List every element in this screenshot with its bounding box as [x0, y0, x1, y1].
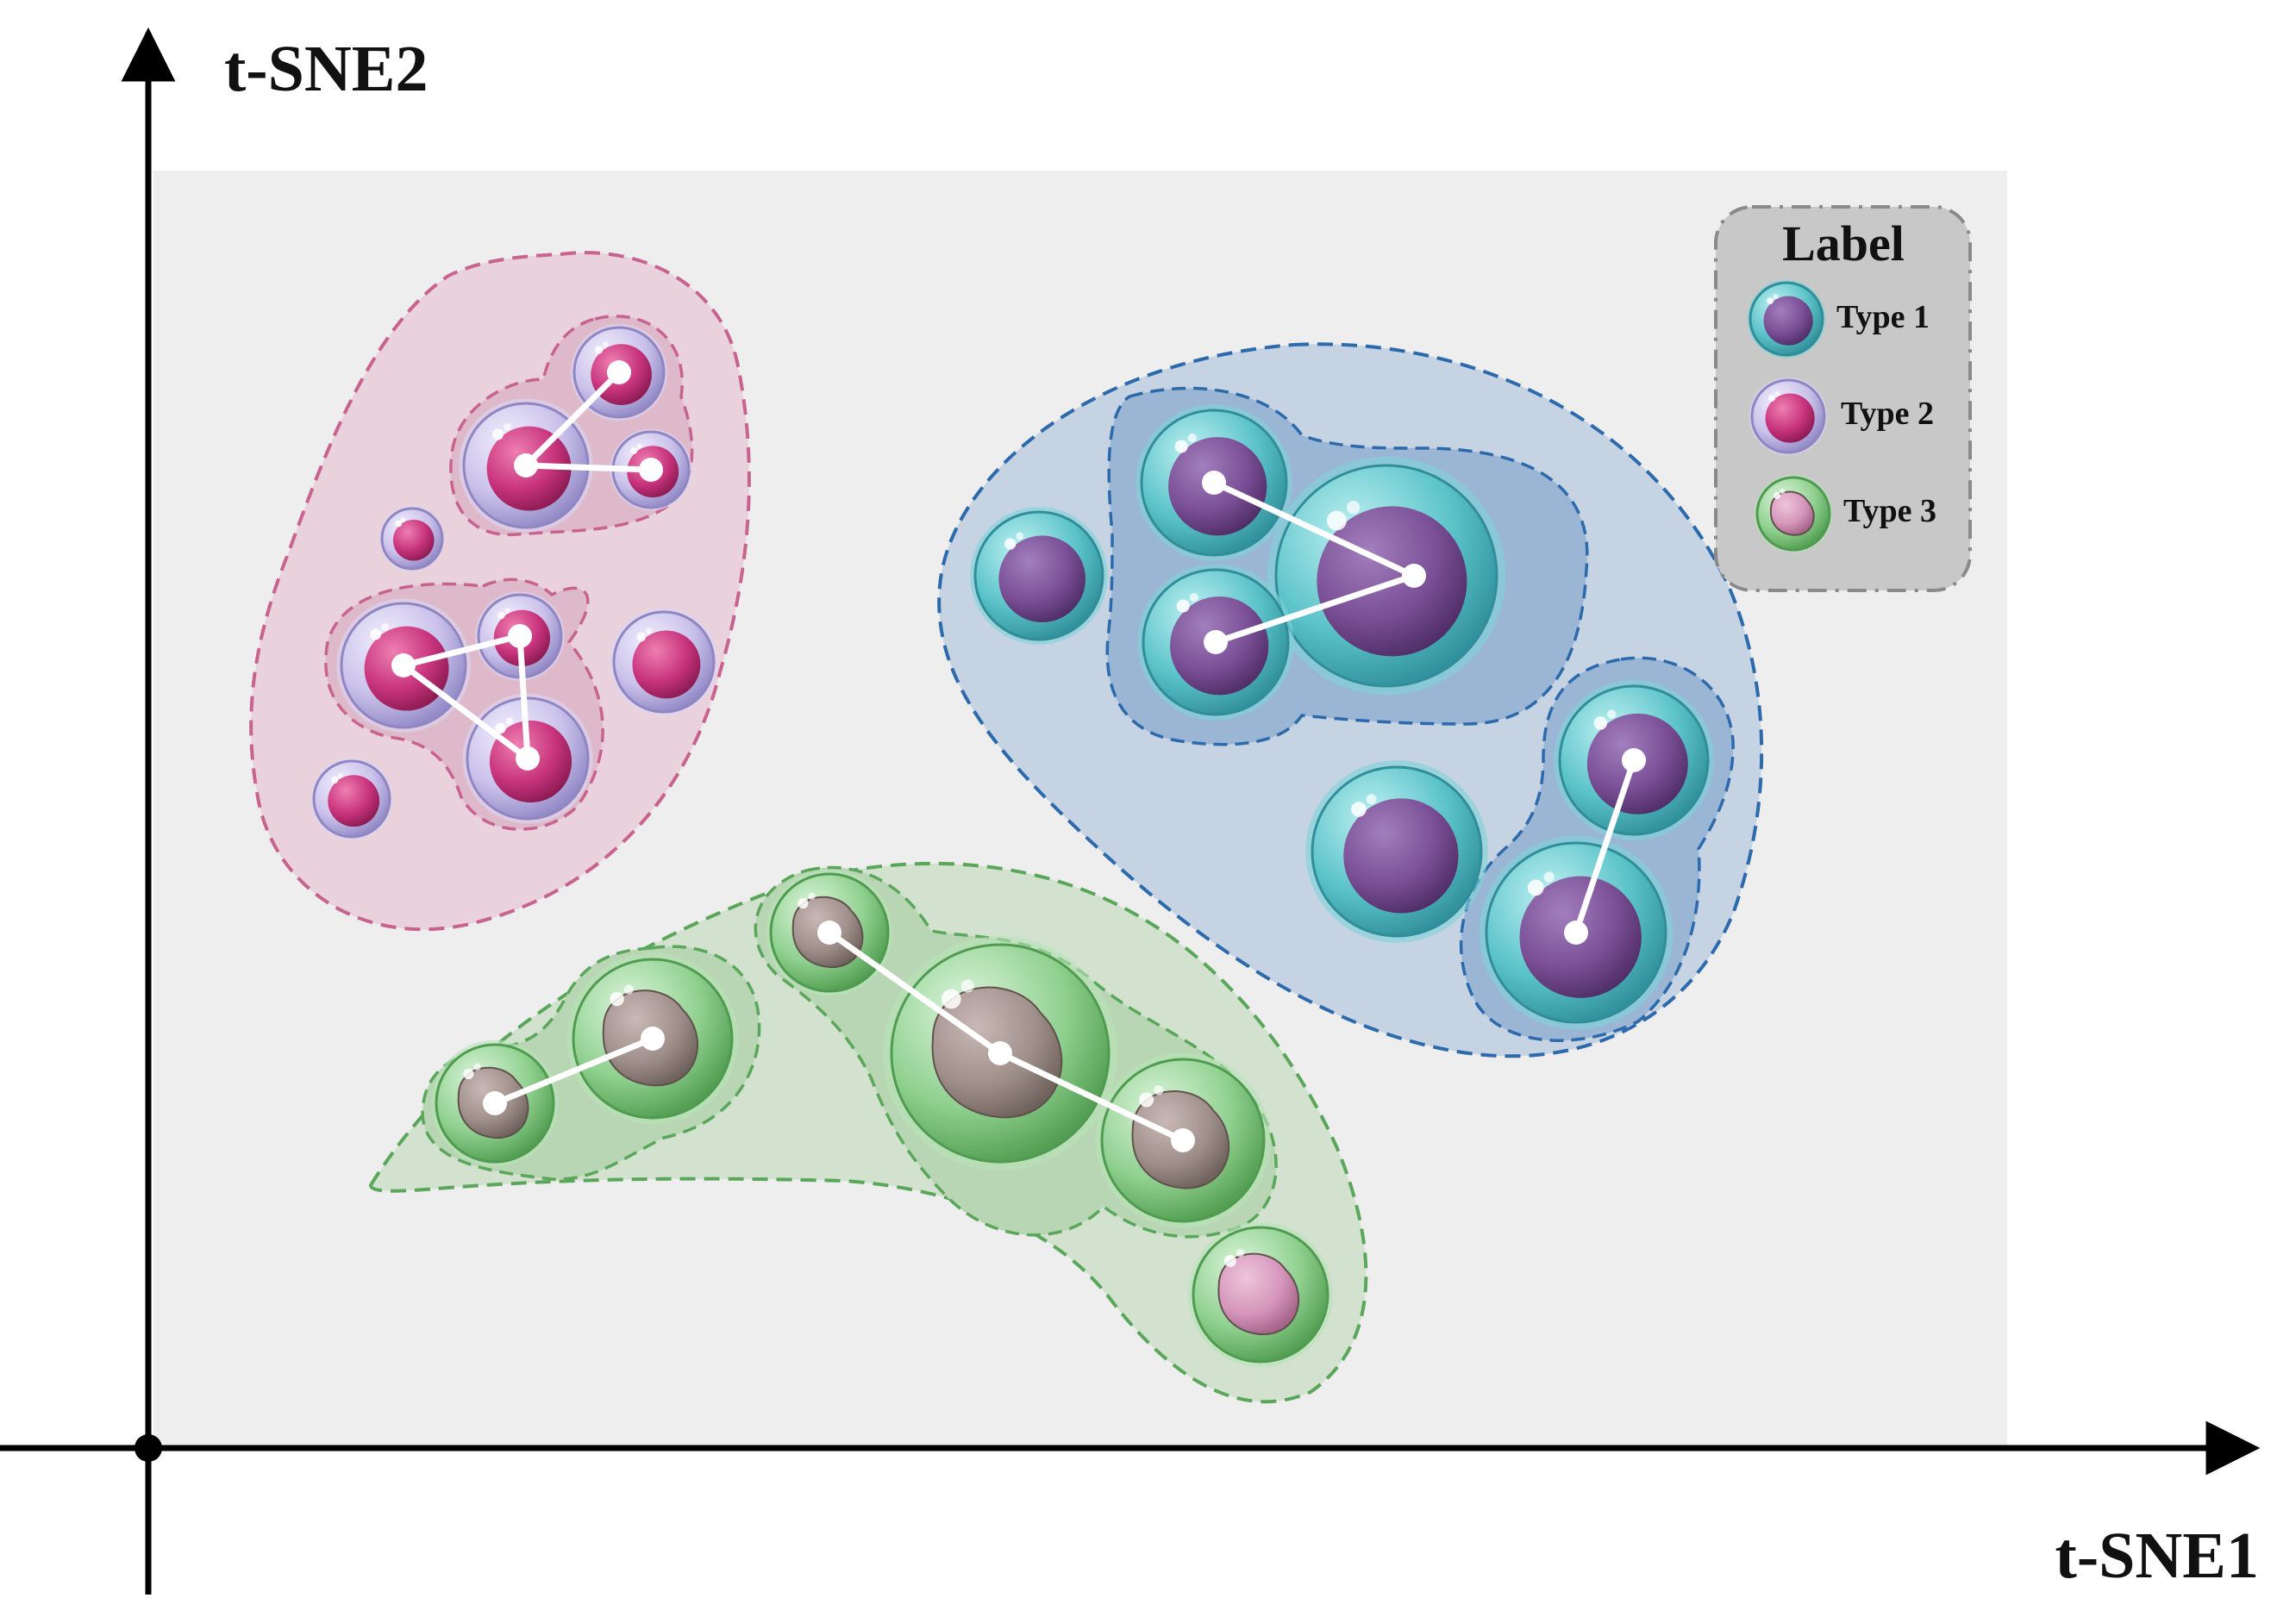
link-line	[1211, 479, 1417, 579]
link-node	[391, 653, 416, 677]
x-axis-label: t-SNE1	[2055, 1520, 2259, 1592]
link-line	[491, 1035, 656, 1107]
cell-tye2-8	[310, 758, 393, 840]
cell-tye2-3	[379, 506, 445, 571]
link-line	[1573, 757, 1637, 936]
link-node	[639, 458, 663, 482]
axes: t-SNE2 t-SNE1	[0, 27, 2261, 1595]
link-node	[1402, 564, 1426, 588]
link-line	[516, 633, 531, 762]
cell-tye3p-21	[1187, 1221, 1334, 1368]
cell-tye1-12	[970, 507, 1108, 645]
legend-icon-type2	[1749, 377, 1828, 456]
legend-title: Label	[1782, 215, 1905, 272]
cell-tye3-17	[882, 935, 1118, 1171]
link-node	[483, 1091, 507, 1115]
link-node	[607, 360, 631, 384]
link-node	[508, 624, 532, 648]
link-node	[1564, 921, 1588, 945]
legend-icon-type3	[1754, 474, 1833, 553]
legend-icon-type1	[1747, 279, 1826, 359]
origin-dot	[135, 1434, 162, 1462]
link-node	[641, 1027, 665, 1051]
y-axis-label: t-SNE2	[224, 33, 428, 105]
link-node	[1622, 748, 1646, 772]
legend: Label Type 1 Type 2 Type 3	[1714, 205, 1972, 592]
link-line	[400, 633, 523, 669]
link-node	[516, 746, 540, 771]
legend-item-type1: Type 1	[1836, 299, 1930, 335]
link-line	[522, 369, 622, 469]
legend-item-type3: Type 3	[1843, 493, 1936, 529]
link-line	[826, 929, 1004, 1057]
link-line	[997, 1050, 1186, 1144]
cell-tye2-6	[610, 608, 718, 716]
links-layer	[391, 360, 1646, 1152]
legend-item-type2: Type 2	[1841, 396, 1934, 432]
cell-tye1-10	[1267, 456, 1506, 696]
link-line	[400, 662, 531, 762]
link-node	[1202, 471, 1226, 495]
link-node	[988, 1041, 1012, 1065]
link-line	[1212, 572, 1417, 646]
cell-tye1-13	[1305, 760, 1488, 943]
link-node	[1204, 630, 1228, 654]
link-node	[1171, 1128, 1195, 1152]
link-node	[514, 453, 538, 478]
legend-cells	[1747, 279, 1833, 553]
link-line	[522, 462, 654, 473]
link-node	[817, 921, 841, 945]
